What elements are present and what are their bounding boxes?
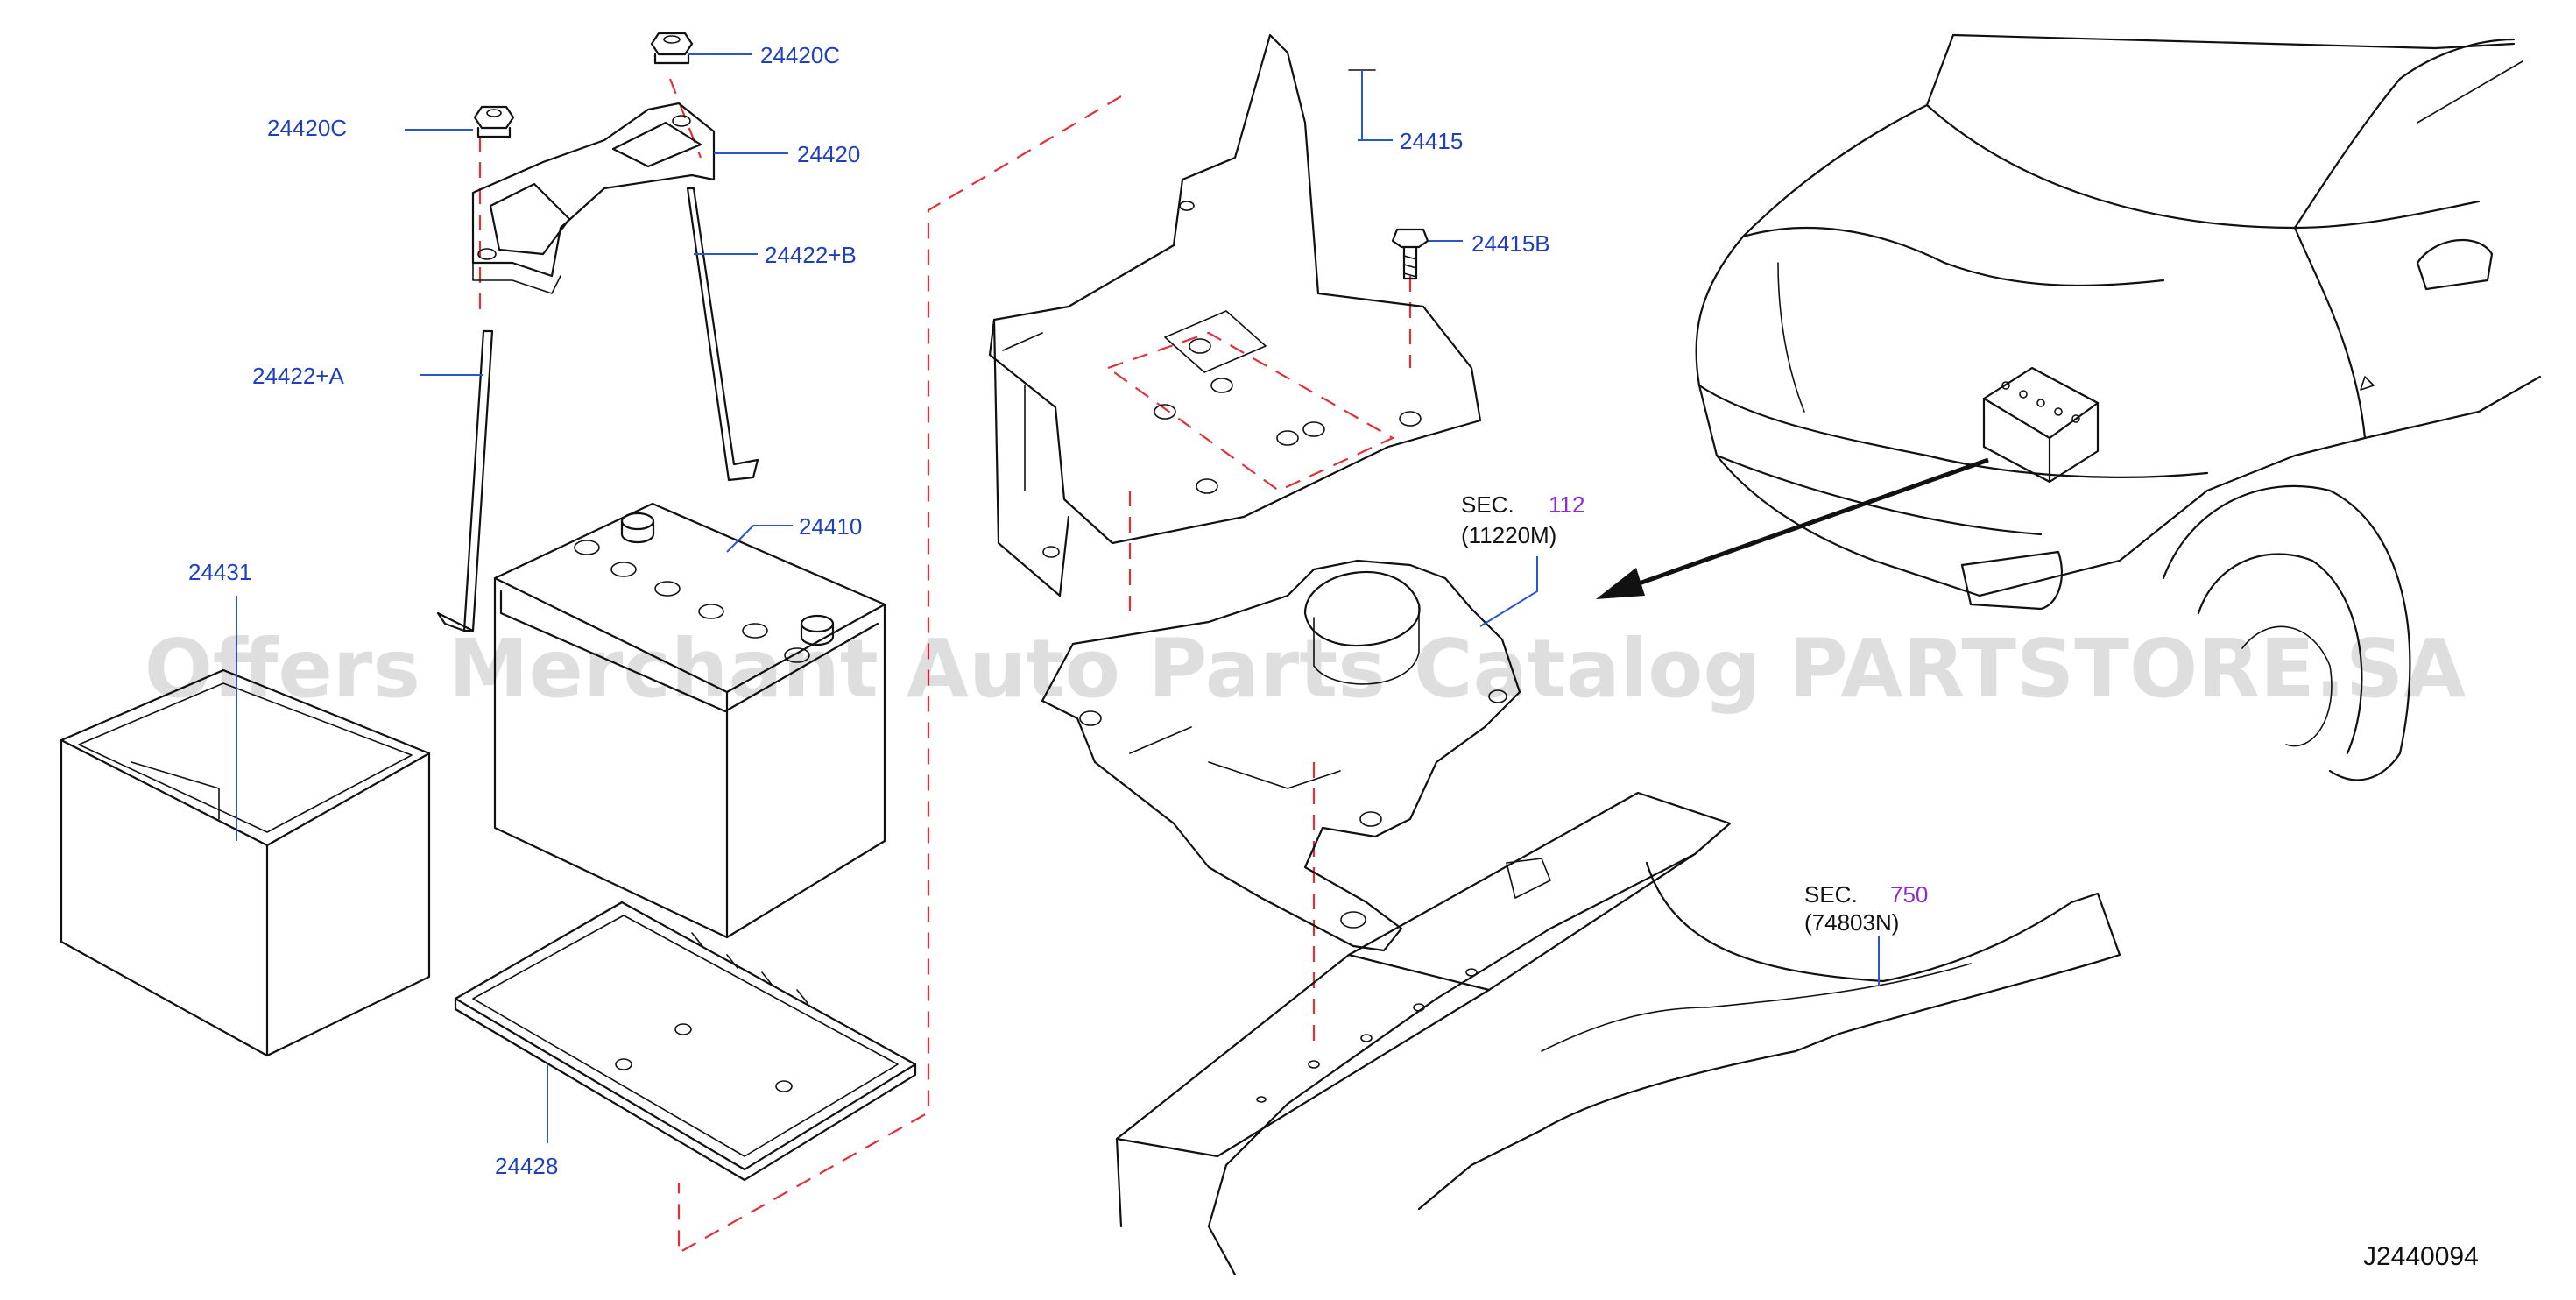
- callout-24420C-left: 24420C: [267, 115, 347, 141]
- callout-24422A: 24422+A: [252, 363, 344, 389]
- location-arrow: [1596, 457, 1989, 599]
- battery-bracket: [988, 33, 1482, 597]
- section-ref-112: SEC. 112 (11220M): [1461, 491, 1584, 548]
- callout-24410: 24410: [799, 513, 862, 540]
- sec-112-number: 112: [1549, 491, 1584, 518]
- battery-tray: [454, 901, 917, 1182]
- lower-support-sec112: [1041, 559, 1521, 952]
- nut-24420C-left: [473, 105, 515, 138]
- callout-24420C-top: 24420C: [760, 42, 840, 68]
- diagram-code: J2440094: [2363, 1242, 2479, 1271]
- callout-24428: 24428: [495, 1153, 558, 1179]
- sec-112-label: SEC.: [1461, 491, 1514, 518]
- nut-24420C-top: [650, 32, 694, 65]
- callout-24415B: 24415B: [1471, 230, 1550, 257]
- watermark: Offers Merchant Auto Parts Catalog PARTS…: [145, 622, 2467, 716]
- sec-750-ref: (74803N): [1804, 909, 1899, 936]
- sec-750-number: 750: [1890, 881, 1928, 908]
- callout-24431: 24431: [188, 559, 251, 585]
- body-side-member: [1115, 791, 2121, 1276]
- battery-cover: [60, 668, 431, 1057]
- vehicle-battery-location: [1982, 366, 2100, 484]
- hold-down-rod-B: [686, 187, 759, 482]
- battery-terminal-caps: [574, 512, 835, 663]
- leader-lines: [236, 53, 1880, 1143]
- vehicle-front-view: [1695, 33, 2542, 781]
- battery: [493, 502, 886, 939]
- callout-24420: 24420: [797, 141, 860, 167]
- battery-hold-down-frame: [471, 102, 716, 294]
- callout-labels: 24420C 24420C 24420 24422+B 24422+A 2441…: [188, 42, 1550, 1179]
- sec-750-label: SEC.: [1804, 881, 1858, 908]
- hold-down-rod-A: [436, 329, 494, 632]
- section-ref-750: SEC. 750 (74803N): [1804, 881, 1928, 936]
- bolt-24415B: [1391, 228, 1429, 280]
- callout-24422B: 24422+B: [765, 242, 857, 268]
- sec-112-ref: (11220M): [1461, 522, 1556, 548]
- callout-24415: 24415: [1400, 128, 1463, 154]
- assembly-guide-lines: [478, 78, 1412, 1254]
